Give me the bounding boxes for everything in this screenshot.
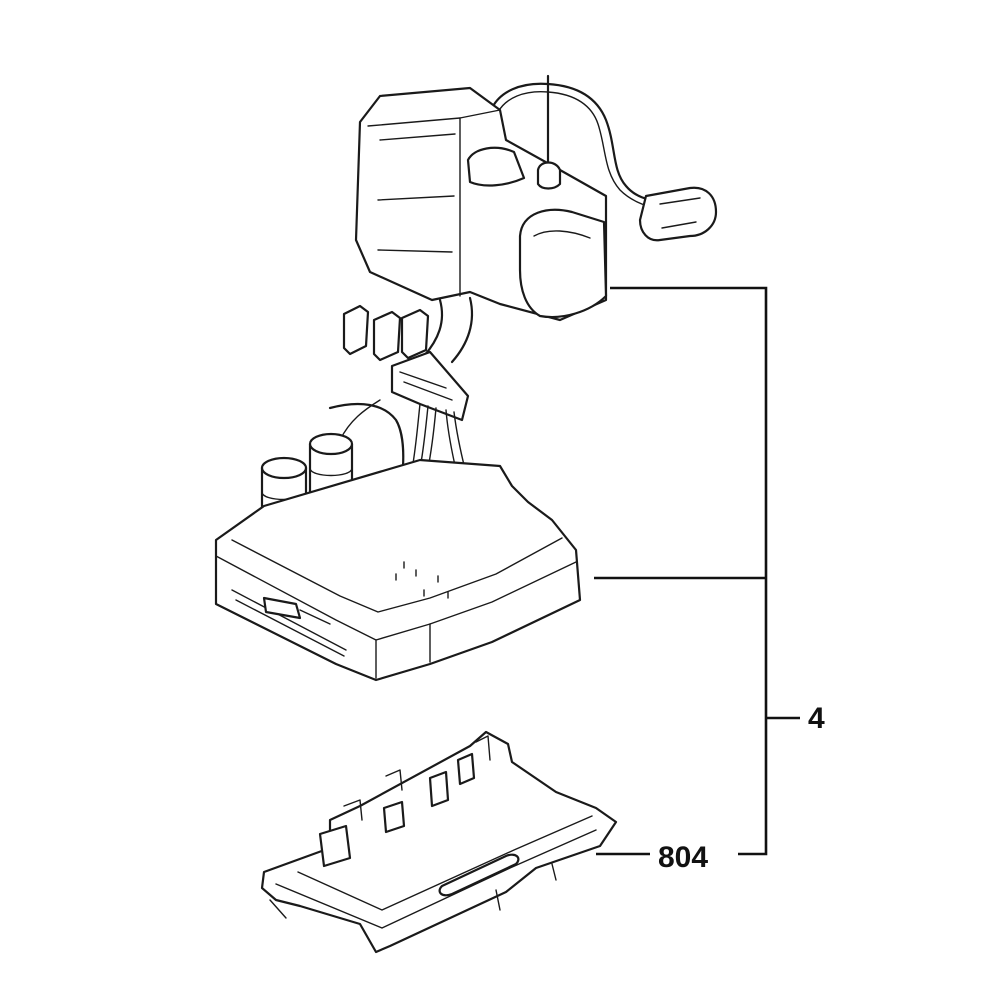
switch-unit [342, 74, 718, 422]
electronics-module [214, 399, 582, 682]
callout-cover-plate-804: 804 [658, 841, 709, 874]
callout-assembly-4: 4 [808, 702, 825, 735]
cover-plate [260, 730, 618, 954]
leader-lines [594, 286, 800, 856]
